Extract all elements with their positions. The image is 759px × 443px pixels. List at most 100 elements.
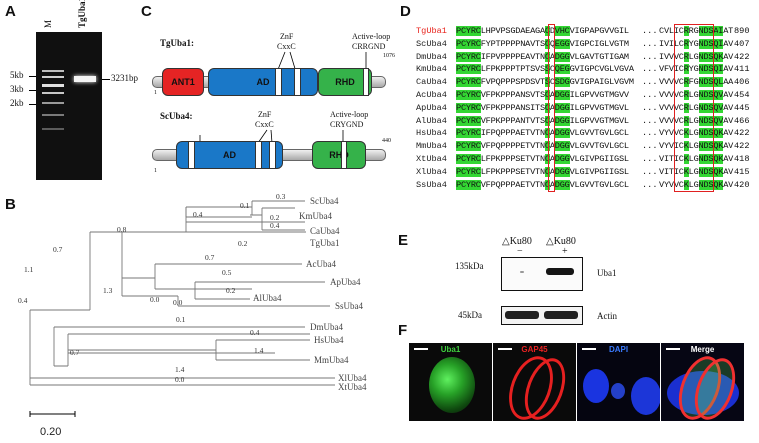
residue: V [728,141,734,152]
residue: C [460,26,466,36]
residue: G [579,115,585,126]
residue: I [718,38,724,49]
residue: P [456,166,461,177]
residue: C [460,64,466,75]
residue: I [574,26,580,36]
residue: V [569,26,575,36]
residue: A [515,90,521,100]
residue: H [559,26,565,36]
residue: N [698,38,704,49]
residue: P [490,141,496,152]
residue: V [480,102,486,113]
residue: P [515,38,521,49]
alignment-position: 454 [734,90,750,100]
residue: C [460,115,466,126]
residue: G [599,102,605,113]
actin-band-2 [544,311,578,319]
residue: L [609,77,614,88]
alignment-sequence-left: PCYRCIFPQPPPAETVTNCADGGVLGVVTGVLGCL [456,128,629,139]
residue: D [554,179,560,190]
residue: V [673,51,679,62]
lane-label-tguba1: TgUba1 [77,0,87,28]
leaf-label: XtUba4 [338,382,367,392]
residue: P [490,51,496,62]
residue: C [475,26,481,36]
leaf-label: KmUba4 [299,211,332,221]
residue: T [535,115,540,126]
alignment-sequence-right: IVILCRYGNDSQIAV [659,38,733,49]
residue: C [475,51,481,62]
residue: N [520,38,526,49]
residue: I [574,38,580,49]
residue: C [678,77,684,88]
sc-start-position: 1 [154,168,157,174]
branch-value: 0.7 [70,348,80,357]
alignment-position: 445 [734,102,750,113]
residue: R [683,51,689,62]
residue: T [594,128,600,139]
residue: V [668,141,674,152]
alignment-gap: ... [642,26,658,36]
residue: C [544,102,550,113]
residue: L [688,154,694,164]
residue: V [589,166,595,177]
residue: P [500,90,506,100]
residue: Y [465,141,471,152]
residue: V [673,77,679,88]
residue: S [554,77,560,88]
residue: S [708,64,714,75]
residue: L [623,154,629,164]
branch-value: 0.4 [18,296,28,305]
residue: D [554,128,560,139]
ifa-panel: Uba1 GAP45 DAPI Merge [403,343,753,427]
residue: V [609,38,614,49]
residue: C [460,77,466,88]
residue: S [505,26,511,36]
residue: C [618,141,624,152]
residue: G [614,154,619,164]
residue: N [698,128,704,139]
branch-value: 0.8 [117,225,127,234]
residue: Y [465,179,471,190]
alignment-sequence-left: PCYRCLHPVPSGDAEAGACDVHCVIGPAPGVVGIL [456,26,629,36]
residue: D [703,51,709,62]
residue: G [564,154,570,164]
residue: R [683,38,689,49]
residue: V [663,102,669,113]
residue: I [604,154,610,164]
alignment-position: 422 [734,141,750,152]
residue: L [673,38,679,49]
alignment-gap: ... [642,51,658,62]
residue: A [723,141,729,152]
branch-value: 0.0 [175,375,185,384]
residue: P [510,38,516,49]
residue: I [609,51,614,62]
domain-panel: TgUba1: ZnF CxxC Active-loop CRRGND 1076… [140,0,395,190]
panel-label-d: D [400,3,411,20]
residue: P [500,166,506,177]
residue: D [554,102,560,113]
residue: C [475,141,481,152]
residue: G [614,115,619,126]
alignment-sequence-right: VFVICRYGNDSQIAV [659,64,733,75]
residue: F [485,166,491,177]
residue: G [564,77,570,88]
alignment-sequence-left: PCYRCLFPKPPPTPTSVSSCQEGGVIGPCVGLVGVA [456,64,634,75]
residue: L [623,166,629,177]
merge-dapi [667,371,739,415]
residue: F [485,141,491,152]
residue: L [623,26,629,36]
residue: R [470,102,476,113]
residue: I [480,51,486,62]
residue: Q [713,166,719,177]
residue: T [535,38,540,49]
residue: V [659,77,664,88]
residue: R [470,77,476,88]
residue: Q [713,128,719,139]
residue: Y [663,141,669,152]
residue: V [530,128,535,139]
residue: S [544,64,550,75]
tg-znf-name: ZnF [280,32,294,41]
residue: S [708,26,714,36]
alignment-gap: ... [642,102,658,113]
